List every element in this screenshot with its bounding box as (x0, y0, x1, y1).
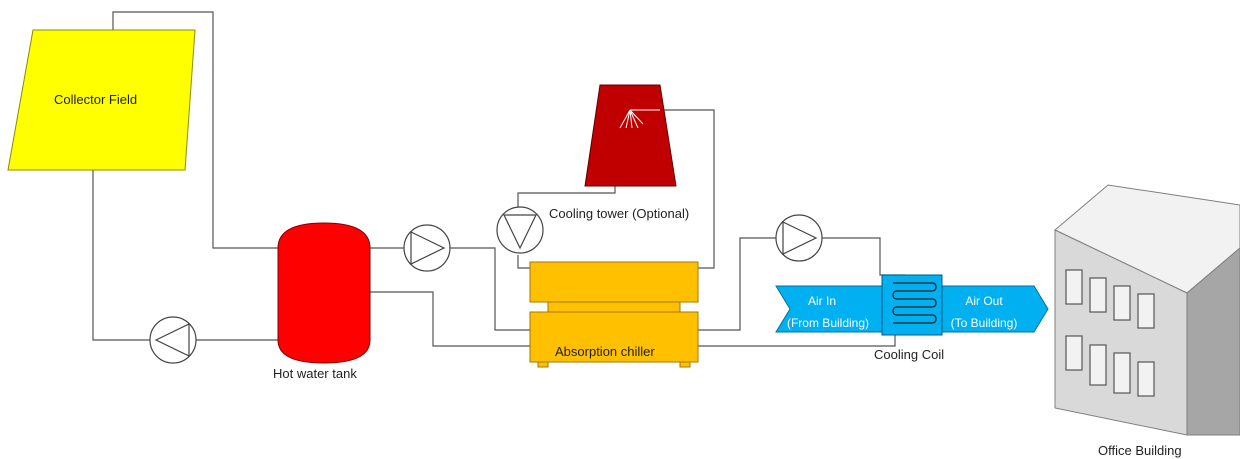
air-in-label-line2: (From Building) (787, 316, 869, 330)
building-windows (1065, 269, 1155, 397)
pipe-chiller-pump3 (698, 237, 776, 331)
hot-water-tank: Hot water tank (273, 222, 371, 381)
pipe-pump1-chiller (450, 247, 530, 331)
pump-icon (496, 206, 544, 254)
cooling-coil-label: Cooling Coil (874, 347, 944, 362)
pump-icon (149, 316, 197, 364)
pipe-collector-return (92, 170, 150, 341)
cooling-tower: Cooling tower (Optional) (549, 84, 689, 221)
pump-icon (403, 224, 451, 272)
office-building-label: Office Building (1098, 443, 1182, 458)
absorption-chiller-label: Absorption chiller (555, 344, 655, 359)
spray-nozzle-icon (619, 109, 660, 129)
pump-icon (775, 214, 823, 262)
cooling-tower-label: Cooling tower (Optional) (549, 206, 689, 221)
air-in-label-line1: Air In (808, 294, 836, 308)
office-building: Office Building (1054, 184, 1240, 458)
air-out-arrow: Air Out (To Building) (937, 285, 1049, 333)
pipe-chiller-return (370, 291, 530, 347)
hot-water-tank-label: Hot water tank (273, 366, 357, 381)
absorption-chiller: Absorption chiller (529, 261, 699, 368)
collector-field-label: Collector Field (54, 92, 137, 107)
collector-field: Collector Field (7, 29, 196, 171)
air-in-arrow: Air In (From Building) (775, 285, 897, 333)
pipe-tower-return (660, 109, 715, 269)
air-out-label-line1: Air Out (965, 294, 1003, 308)
pipe-tower-loop-left (517, 255, 530, 269)
pipe-collector-supply (112, 11, 278, 249)
pipe-tower-pump (517, 186, 616, 208)
pipes (92, 11, 905, 347)
air-out-label-line2: (To Building) (951, 316, 1018, 330)
cooling-coil: Cooling Coil (874, 274, 944, 362)
pipe-pump3-coil (822, 237, 905, 276)
